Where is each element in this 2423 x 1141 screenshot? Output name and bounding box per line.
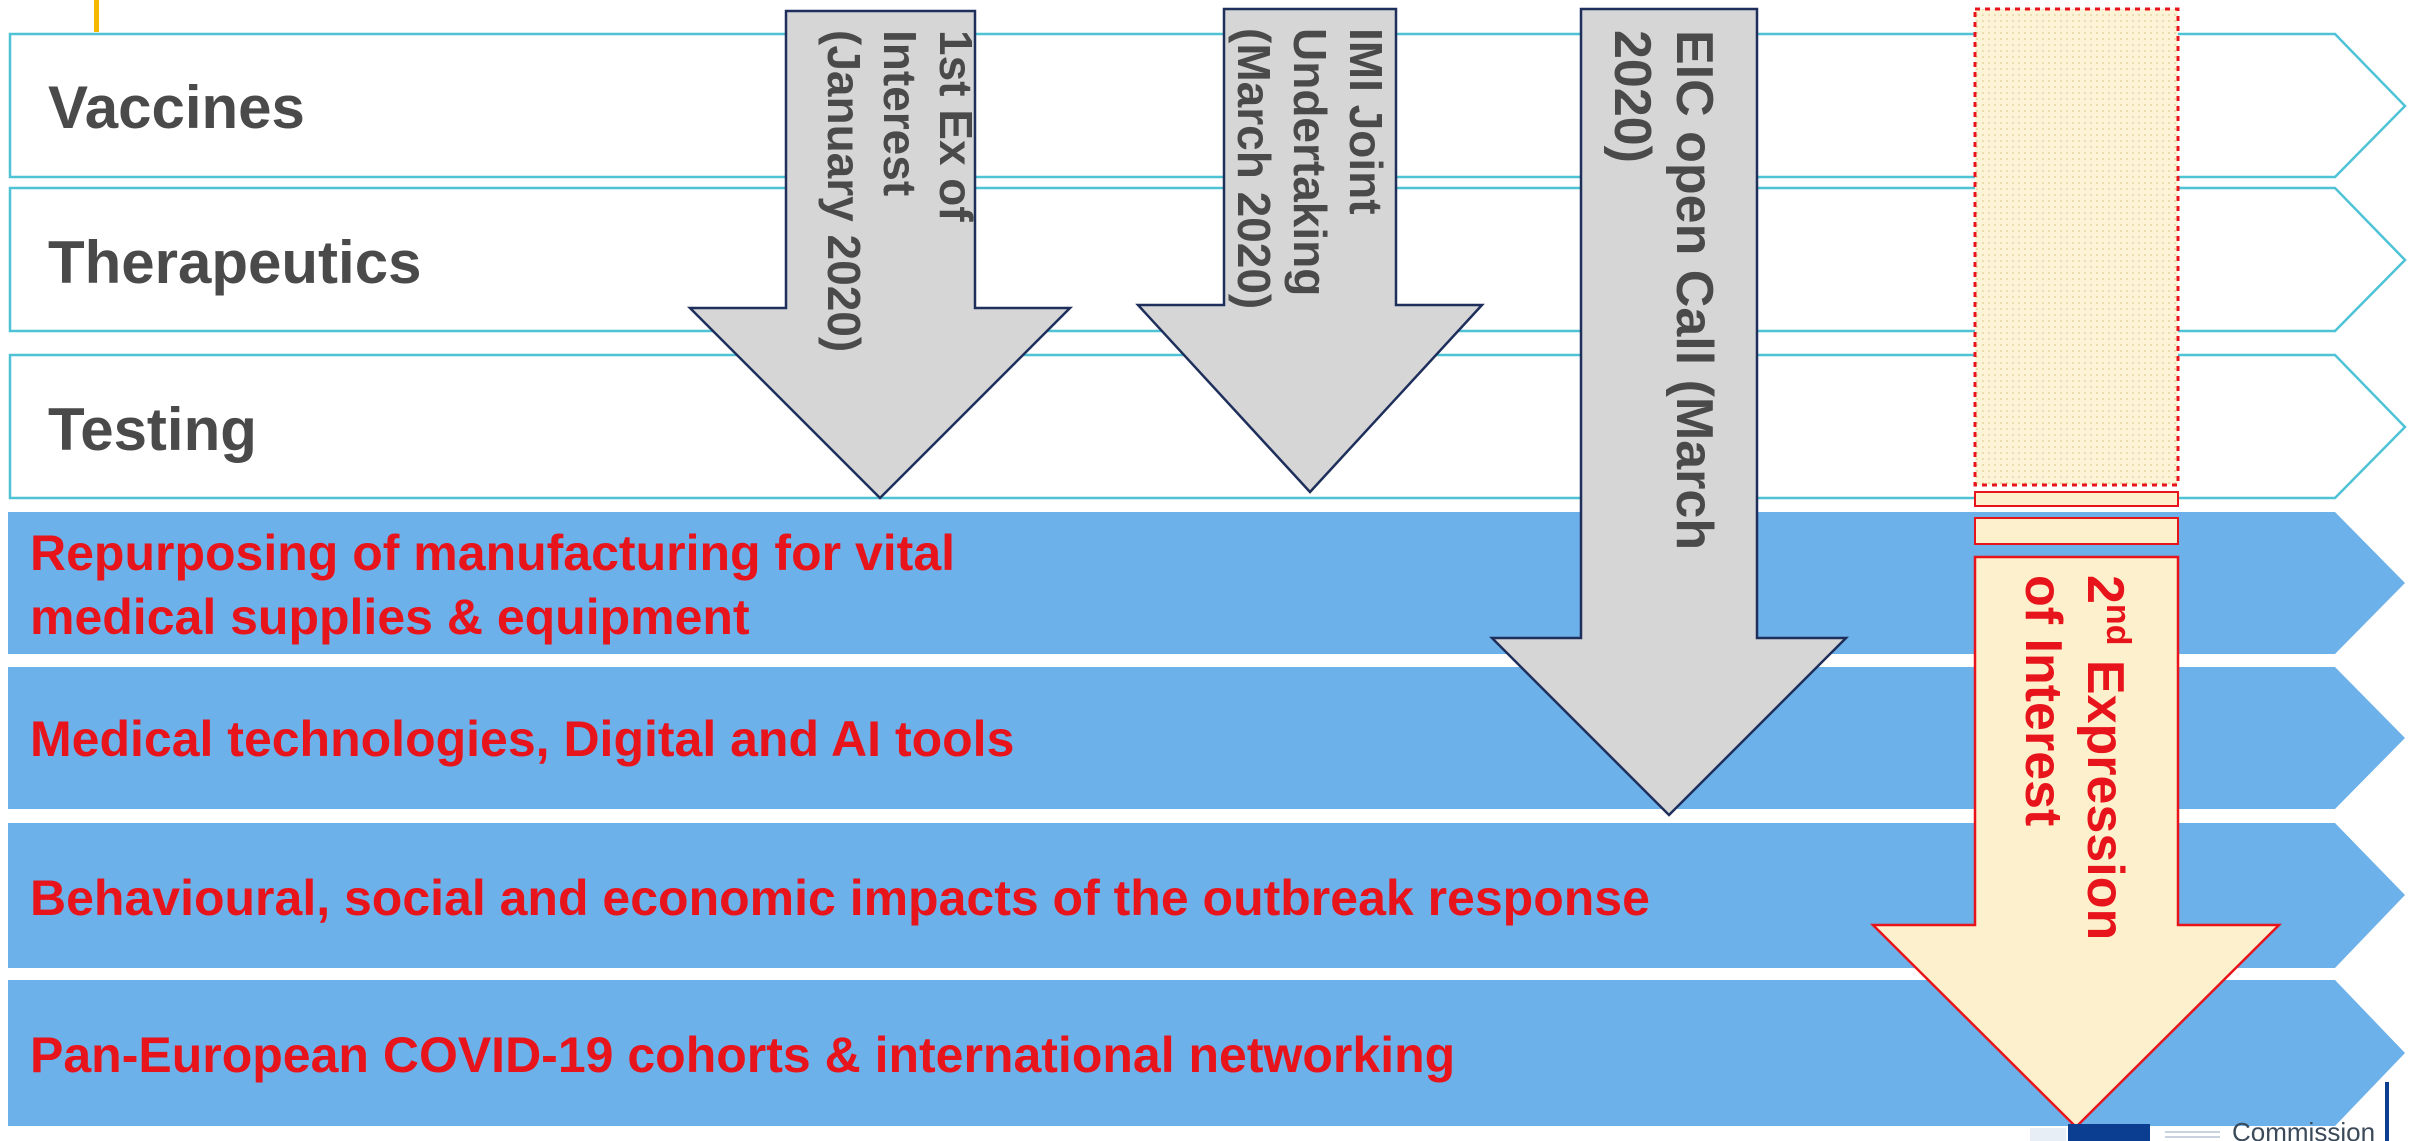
arrow-first-expression: 1st Ex of Interest (January 2020) — [686, 9, 1074, 500]
row-label-repurposing-line2: medical supplies & equipment — [30, 589, 750, 645]
arrow-eic-line1: EIC open Call (March — [1665, 30, 1723, 550]
row-label-testing: Testing — [48, 396, 257, 463]
arrow-second-line1: 2nd Expression — [2076, 575, 2137, 940]
arrow-second-expression: 2nd Expression of Interest — [1869, 7, 2283, 1129]
row-testing: Testing — [8, 353, 2407, 500]
accent-bar — [94, 0, 99, 32]
row-label-behavioural: Behavioural, social and economic impacts… — [30, 870, 1650, 926]
ec-logo: Commission — [2030, 1082, 2389, 1141]
row-label-cohorts: Pan-European COVID-19 cohorts & internat… — [30, 1027, 1455, 1083]
arrow-eic-line2: 2020) — [1603, 30, 1661, 163]
eu-flag-icon — [2068, 1124, 2150, 1141]
dotted-placeholder — [1973, 7, 2180, 487]
arrow-imi: IMI Joint Undertaking (March 2020) — [1135, 7, 1485, 494]
row-therapeutics: Therapeutics — [8, 186, 2407, 333]
row-behavioural: Behavioural, social and economic impacts… — [8, 823, 2405, 968]
arrow-imi-line1: IMI Joint — [1340, 28, 1392, 215]
arrow-imi-line3: (March 2020) — [1228, 28, 1280, 309]
row-medical-technologies: Medical technologies, Digital and AI too… — [8, 667, 2405, 809]
arrow-second-line2: of Interest — [2014, 575, 2072, 826]
row-label-repurposing-line1: Repurposing of manufacturing for vital — [30, 525, 955, 581]
row-label-vaccines: Vaccines — [48, 74, 305, 141]
arrow-first-line1: 1st Ex of — [930, 30, 982, 222]
arrow-eic: EIC open Call (March 2020) — [1488, 7, 1850, 817]
arrow-first-line2: Interest — [874, 30, 926, 196]
row-cohorts: Pan-European COVID-19 cohorts & internat… — [8, 980, 2405, 1126]
row-label-therapeutics: Therapeutics — [48, 229, 421, 296]
arrow-imi-line2: Undertaking — [1284, 28, 1336, 296]
row-repurposing: Repurposing of manufacturing for vital m… — [8, 512, 2405, 654]
row-vaccines: Vaccines — [8, 32, 2407, 179]
arrow-first-line3: (January 2020) — [818, 30, 870, 352]
logo-commission-text: Commission — [2232, 1117, 2375, 1141]
logo-divider — [2385, 1082, 2389, 1141]
row-label-medical-technologies: Medical technologies, Digital and AI too… — [30, 711, 1014, 767]
